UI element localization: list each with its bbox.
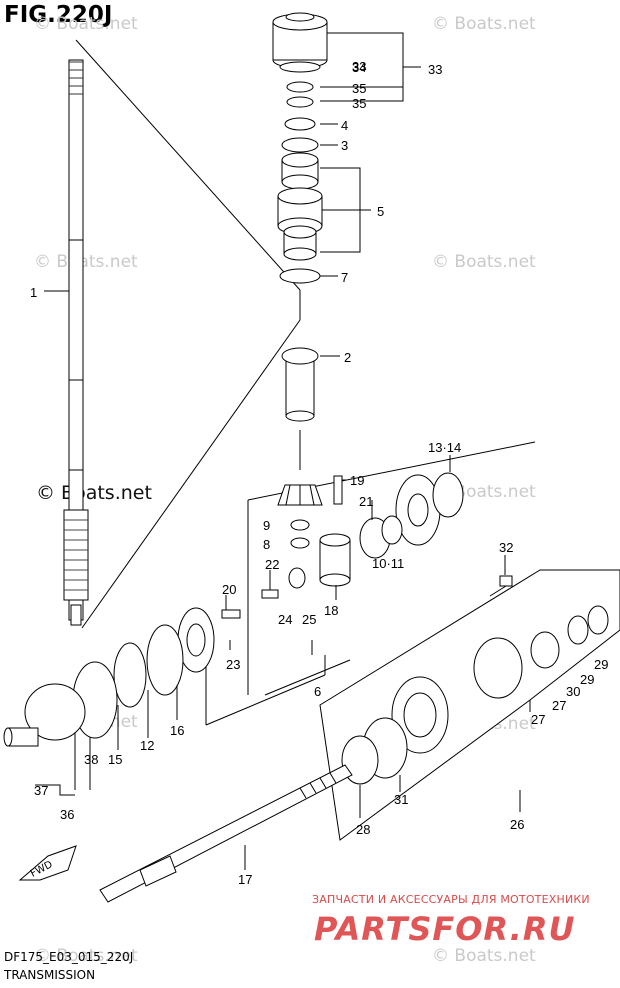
callout-label: 13·14 [428, 440, 462, 455]
callout-label: 28 [356, 822, 371, 837]
thrust-bearing [146, 624, 184, 696]
callout-label: 18 [324, 603, 339, 618]
callout-label: 29 [594, 657, 609, 672]
diagram-caption: TRANSMISSION [4, 968, 96, 982]
watermark: © Boats.net [432, 14, 536, 34]
callout-label: 27 [552, 698, 567, 713]
callout-label: 1 [30, 285, 38, 300]
callout-label: 15 [108, 752, 123, 767]
callout-label: 29 [580, 672, 595, 687]
callout-label: 26 [510, 817, 525, 832]
callout-label: 31 [394, 792, 409, 807]
callout-label: 24 [278, 612, 293, 627]
callout-label: 10·11 [372, 556, 405, 571]
washer-part [290, 537, 310, 549]
figure-title: FIG.220J [4, 2, 113, 28]
callout-label: 34 [352, 60, 367, 75]
callout-label: 19 [350, 473, 365, 488]
callout-label: 38 [84, 752, 99, 767]
leader-lines [44, 123, 531, 870]
callout-label: 30 [566, 684, 581, 699]
callout-label: 12 [140, 738, 155, 753]
shim-ring [113, 642, 147, 708]
callout-label: 2 [344, 350, 352, 365]
callout-label: 23 [226, 657, 241, 672]
callout-label: 36 [60, 807, 75, 822]
callout-label: 8 [263, 537, 271, 552]
callout-label: 33 [428, 62, 443, 77]
watermark: © Boats.net [34, 946, 138, 966]
diagram-code: DF175_E03_015_220J [4, 950, 134, 964]
sleeve-part [281, 347, 319, 422]
callout-label: 22 [265, 557, 280, 572]
callout-label: 6 [314, 684, 322, 699]
bearing-stack [272, 12, 328, 284]
callout-label: 25 [302, 612, 317, 627]
ring-part [381, 515, 403, 545]
watermark: © Boats.net [34, 252, 138, 272]
callout-label: 17 [238, 872, 253, 887]
clutch-part [319, 533, 351, 587]
callout-label: 32 [499, 540, 514, 555]
callout-label: 27 [531, 712, 546, 727]
watermark: © Boats.net [34, 14, 138, 34]
callout-labels: 33 [352, 59, 366, 74]
callout-label: 20 [222, 582, 237, 597]
watermark-main: © Boats.net [36, 482, 152, 504]
spring-part [261, 589, 279, 599]
shop-logo: PARTSFOR.RU [314, 910, 576, 948]
watermark: © Boats.net [432, 252, 536, 272]
forward-gear [395, 472, 464, 546]
callout-label: 33 [352, 59, 366, 74]
bearing-housing [3, 661, 118, 747]
watermark: © Boats.net [432, 946, 536, 966]
shop-banner-text: ЗАПЧАСТИ И АКСЕССУАРЫ ДЛЯ МОТОТЕХНИКИ [312, 893, 590, 906]
reverse-gear [177, 607, 215, 673]
pin-part [333, 475, 343, 505]
callout-label: 21 [359, 494, 374, 509]
callout-label: 5 [377, 204, 385, 219]
washer-part [290, 519, 310, 531]
propeller-shaft [99, 764, 353, 903]
callout-label: 16 [170, 723, 185, 738]
fwd-arrow-icon [18, 845, 77, 881]
ring-part [341, 735, 379, 785]
pin-part [221, 609, 241, 619]
callout-label: 7 [341, 270, 349, 285]
drive-shaft-part [63, 59, 89, 626]
bracket-lines [35, 32, 421, 796]
ring-part [288, 567, 306, 589]
pinion-gear [277, 484, 323, 506]
propeller-shaft-housing [319, 569, 620, 841]
callout-label: 35 [352, 96, 367, 111]
callout-label: 35 [352, 81, 367, 96]
callout-label: 9 [263, 518, 271, 533]
callout-label: 4 [341, 118, 349, 133]
callout-label: 3 [341, 138, 349, 153]
callout-label: 37 [34, 783, 49, 798]
bolt-part [489, 575, 513, 597]
